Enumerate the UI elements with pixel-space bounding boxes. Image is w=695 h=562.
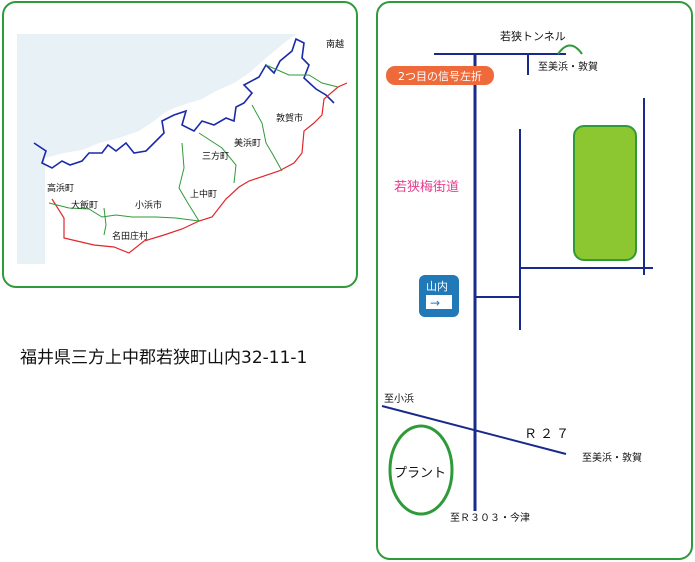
route-map-panel: 若狭トンネル 至美浜・敦賀 2つ目の信号左折 若狭梅街道 山内 → 至小浜 Ｒ２…	[376, 1, 693, 560]
label-natashou: 名田庄村	[112, 230, 148, 242]
label-mihama: 美浜町	[234, 137, 261, 149]
to-mihama-tsuruga-bottom-label: 至美浜・敦賀	[582, 451, 642, 464]
plant-ellipse	[388, 424, 454, 516]
tunnel-label: 若狭トンネル	[500, 30, 566, 43]
road-name-label: 若狭梅街道	[394, 179, 459, 195]
to-r303-label: 至Ｒ３０３・今津	[450, 511, 530, 524]
route27-label: Ｒ２７	[524, 427, 572, 442]
town-border	[48, 202, 200, 222]
yamauchi-sign-label: 山内	[426, 279, 448, 293]
label-tsuruga: 敦賀市	[276, 112, 303, 124]
land-area	[45, 34, 347, 264]
address-text: 福井県三方上中郡若狭町山内32-11-1	[20, 348, 308, 368]
signal-badge	[386, 66, 494, 85]
tunnel-arc	[557, 44, 583, 55]
coastline	[33, 37, 335, 169]
prefecture-border	[51, 82, 348, 254]
label-obama: 小浜市	[135, 199, 162, 211]
label-takahama: 高浜町	[47, 182, 74, 194]
to-mihama-tsuruga-top-label: 至美浜・敦賀	[538, 60, 598, 73]
label-mikata: 三方町	[202, 150, 229, 162]
route-map: 若狭トンネル 至美浜・敦賀 2つ目の信号左折 若狭梅街道 山内 → 至小浜 Ｒ２…	[381, 30, 653, 524]
signal-label: 2つ目の信号左折	[398, 69, 482, 83]
route27-road	[381, 405, 567, 455]
arrow-right-icon: →	[430, 296, 440, 310]
region-map-panel: 南越 敦賀市 美浜町 三方町 上中町 小浜市 高浜町 大飯町 名田庄村	[2, 1, 358, 288]
label-kaminaka: 上中町	[190, 188, 217, 200]
region-map: 南越 敦賀市 美浜町 三方町 上中町 小浜市 高浜町 大飯町 名田庄村	[17, 34, 348, 264]
label-oi: 大飯町	[71, 199, 98, 211]
site-building	[573, 125, 637, 261]
plant-label: プラント	[394, 466, 446, 481]
label-nanetsu: 南越	[326, 38, 344, 50]
to-obama-label: 至小浜	[384, 393, 414, 405]
